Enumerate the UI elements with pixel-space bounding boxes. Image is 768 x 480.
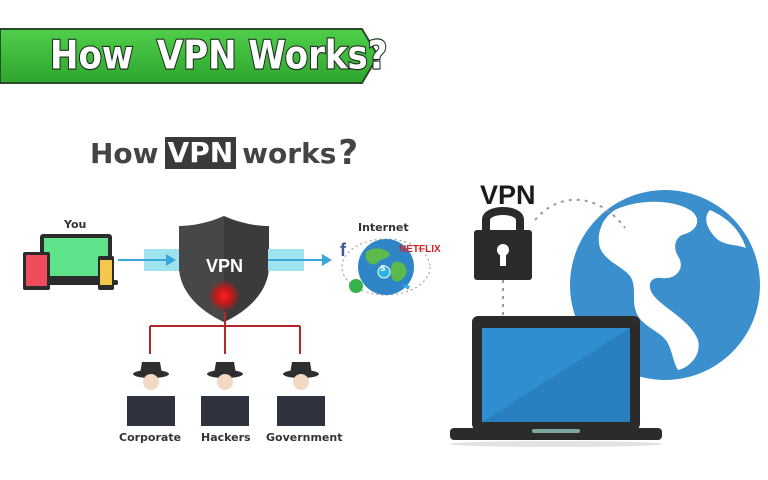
alert-glow <box>208 280 240 312</box>
vpn-illustration <box>450 190 760 447</box>
headline-prefix: How <box>90 136 159 170</box>
title-banner: How VPN Works? <box>0 27 388 85</box>
skype-icon <box>377 265 391 279</box>
diagram-headline: How VPN works ? <box>90 133 358 173</box>
facebook-icon: f <box>340 240 346 260</box>
internet-label: Internet <box>358 221 409 234</box>
user-devices-icon <box>23 234 118 290</box>
shield-vpn-label: VPN <box>206 256 244 276</box>
headline-suffix: works <box>242 136 337 170</box>
tunnel-arrow-right <box>268 249 332 271</box>
you-label: You <box>64 218 87 231</box>
whatsapp-icon <box>349 279 363 293</box>
skype-label: S <box>380 264 386 273</box>
vpn-shield-icon <box>179 216 269 322</box>
surveillance-connector-lines <box>149 312 301 354</box>
tunnel-arrow-left <box>118 249 180 271</box>
internet-globe-icon <box>341 238 431 296</box>
headline-vpn-highlight: VPN <box>164 137 237 169</box>
headline-question-mark: ? <box>338 133 359 173</box>
observer-hackers-icon <box>201 362 249 426</box>
twitter-icon <box>402 284 410 290</box>
observer-corporate-icon <box>127 362 175 426</box>
banner-arrow-shape <box>0 28 380 84</box>
observer-label: Hackers <box>201 431 251 444</box>
observer-label: Government <box>266 431 343 444</box>
lock-vpn-label: VPN <box>480 180 536 210</box>
observer-government-icon <box>277 362 325 426</box>
banner-title: How VPN Works? <box>49 32 388 80</box>
observer-label: Corporate <box>119 431 182 444</box>
padlock-icon <box>482 207 524 232</box>
netflix-logo: NETFLIX <box>399 244 441 255</box>
